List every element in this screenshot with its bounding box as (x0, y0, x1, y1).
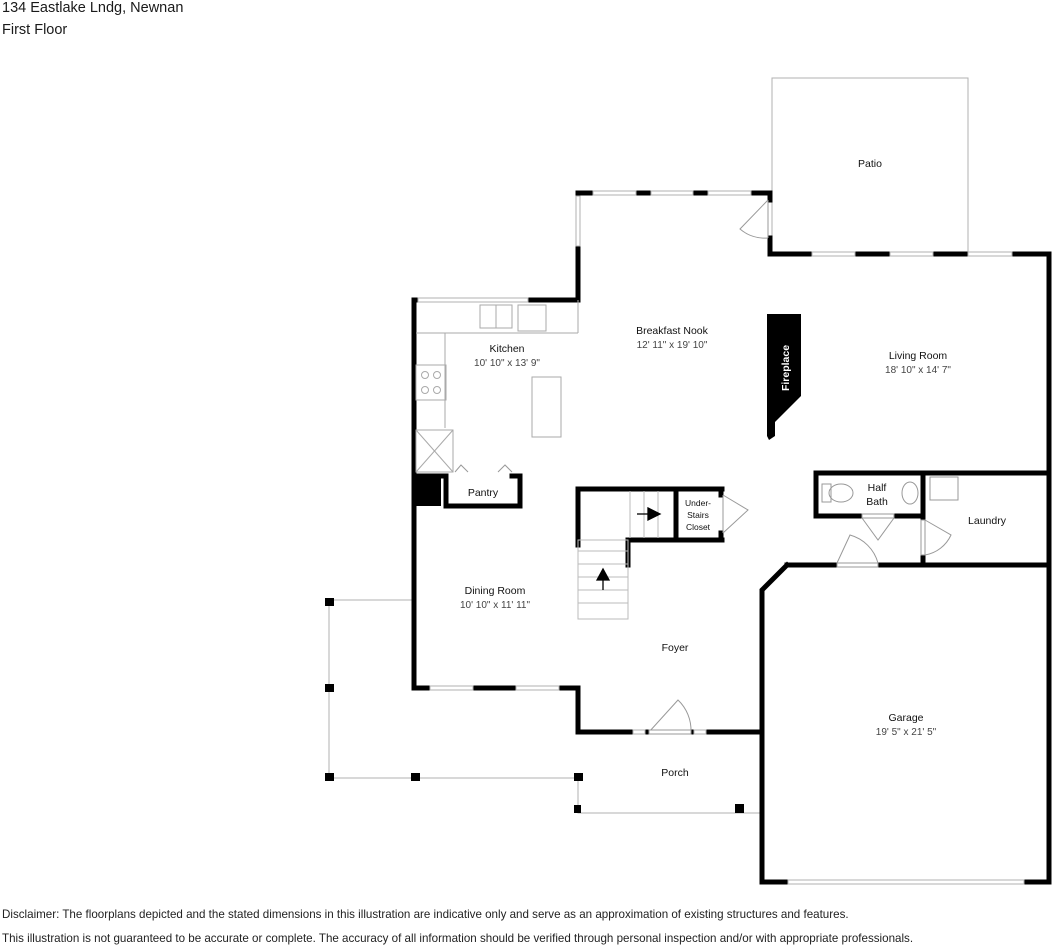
laundry-label: Laundry (968, 515, 1007, 527)
disclaimer-line-2: This illustration is not guaranteed to b… (2, 932, 914, 945)
fireplace: Fireplace (767, 314, 801, 440)
kitchen-dims: 10' 10" x 13' 9" (474, 358, 540, 369)
disclaimer-line-1: Disclaimer: The floorplans depicted and … (2, 908, 849, 921)
toilet-icon (828, 483, 854, 503)
kitchen-label: Kitchen (489, 343, 524, 355)
foyer-label: Foyer (662, 642, 689, 654)
stairs (577, 491, 659, 620)
porch-posts (325, 598, 744, 813)
dining-room-label: Dining Room (465, 585, 526, 597)
address-title: 134 Eastlake Lndg, Newnan (2, 0, 184, 16)
kitchen-fixtures (415, 300, 579, 473)
stair-arrows (595, 506, 662, 590)
pantry-label: Pantry (468, 487, 499, 499)
doors (454, 199, 952, 735)
laundry-sink-icon (929, 476, 959, 501)
half-bath-label-2: Bath (866, 496, 888, 508)
living-room-dims: 18' 10" x 14' 7" (885, 365, 951, 376)
bath-sink-icon (901, 481, 919, 505)
bath-fixtures (821, 476, 959, 505)
porch-outline (328, 599, 760, 814)
closet-label-1: Under- (685, 498, 711, 508)
breakfast-nook-label: Breakfast Nook (636, 325, 709, 337)
living-room-label: Living Room (889, 350, 948, 362)
closet-label-2: Stairs (687, 510, 709, 520)
closet-label-3: Closet (686, 522, 711, 532)
walls (411, 190, 1052, 885)
garage-dims: 19' 5" x 21' 5" (876, 727, 937, 738)
floor-title: First Floor (2, 22, 68, 38)
half-bath-label-1: Half (868, 482, 887, 494)
windows (417, 190, 1025, 885)
pantry-wall-block (414, 478, 441, 506)
garage-label: Garage (888, 712, 923, 724)
dining-room-dims: 10' 10" x 11' 11" (460, 600, 530, 611)
porch-label: Porch (661, 767, 689, 779)
kitchen-island (531, 376, 562, 438)
fridge-icon (415, 429, 454, 473)
patio-label: Patio (858, 158, 882, 170)
breakfast-nook-dims: 12' 11" x 19' 10" (637, 340, 708, 351)
stove-icon (415, 364, 447, 401)
fireplace-label: Fireplace (780, 345, 792, 391)
